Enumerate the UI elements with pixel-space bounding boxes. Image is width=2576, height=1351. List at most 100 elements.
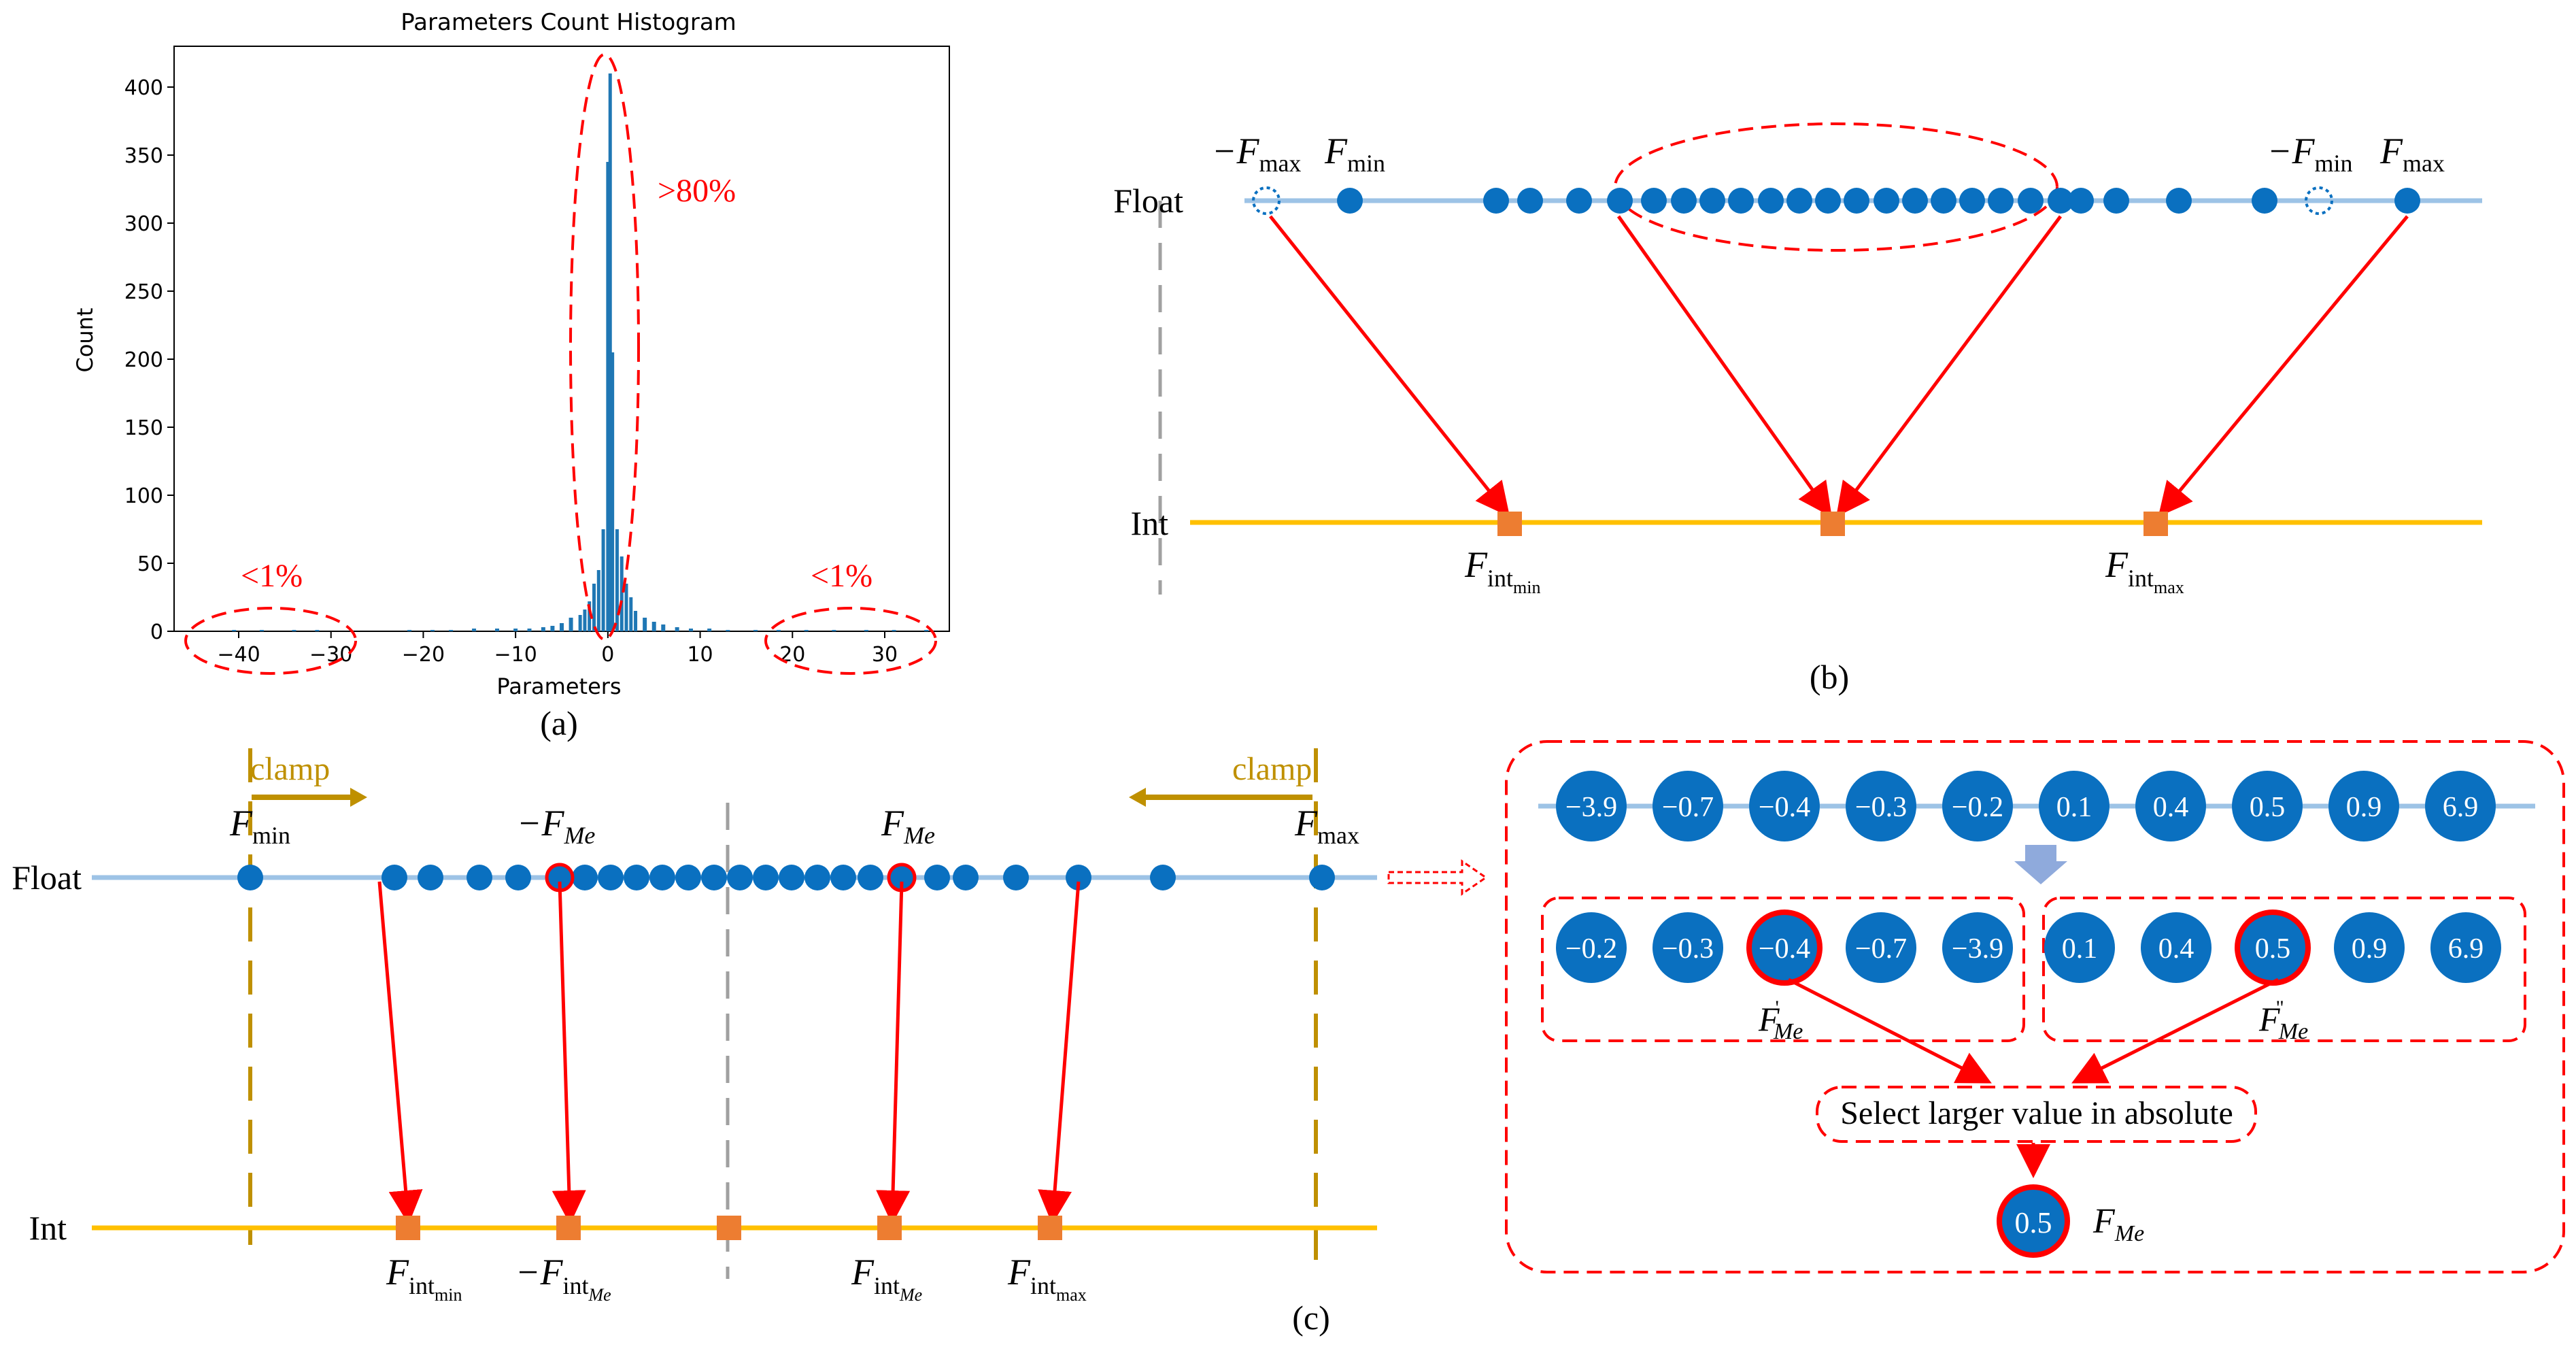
histogram-bar xyxy=(430,630,435,631)
float-point xyxy=(1988,188,2014,214)
label-fmin: Fmin xyxy=(1324,131,1385,177)
histogram-y-label: Count xyxy=(72,307,98,372)
histogram-bar xyxy=(569,618,573,631)
clamp-label-right: clamp xyxy=(1232,751,1312,787)
int-zero-marker-c xyxy=(717,1216,741,1240)
float-point xyxy=(505,865,531,890)
arrow-pos-median-to-select xyxy=(2071,978,2280,1084)
histogram-bar xyxy=(449,630,454,631)
x-tick-label: −10 xyxy=(494,643,537,667)
value-circle-label: −0.3 xyxy=(1662,933,1714,965)
select-text: Select larger value in absolute xyxy=(1840,1095,2233,1131)
int-min-marker-b xyxy=(1497,512,1522,536)
arrow-to-int-me xyxy=(876,881,911,1224)
histogram-bar xyxy=(753,630,758,631)
float-point xyxy=(701,865,727,890)
float-label-b: Float xyxy=(1113,182,1183,220)
result-circle xyxy=(1997,1184,2070,1258)
float-point xyxy=(1003,865,1029,890)
histogram-bar xyxy=(832,630,836,631)
x-tick-label: 10 xyxy=(687,643,713,667)
histogram-bar xyxy=(924,630,929,631)
histogram-bar xyxy=(776,630,781,631)
histogram-bar xyxy=(661,624,666,631)
float-point xyxy=(727,865,753,890)
value-circle-label: 0.4 xyxy=(2153,792,2189,823)
arrow-to-int-min-c xyxy=(377,881,423,1224)
y-tick-label: 400 xyxy=(124,76,163,100)
float-point xyxy=(1066,865,1091,890)
value-circle xyxy=(2328,771,2399,841)
float-point xyxy=(2018,188,2044,214)
clamp-arrow-left-head xyxy=(350,788,367,807)
value-circle-label: 0.5 xyxy=(2250,792,2286,823)
center-percent-label: >80% xyxy=(658,173,736,209)
value-circle-label: 6.9 xyxy=(2448,933,2484,965)
float-points-b xyxy=(1337,188,2420,214)
value-circle xyxy=(1749,771,1820,841)
histogram-bar xyxy=(634,611,638,631)
float-label-c: Float xyxy=(12,858,82,897)
label-fmin-c: Fmin xyxy=(229,803,290,849)
float-point xyxy=(1815,188,1841,214)
value-circle-label: −0.3 xyxy=(1855,792,1907,823)
histogram-bar xyxy=(620,556,624,631)
negative-group-row: −0.2−0.3−0.4−0.7−3.9 xyxy=(1556,910,2013,986)
value-circle-label: 0.1 xyxy=(2062,933,2098,965)
y-tick-label: 100 xyxy=(124,484,163,508)
histogram-x-label: Parameters xyxy=(496,673,621,699)
float-point xyxy=(924,865,950,890)
value-circle-label: −0.4 xyxy=(1759,933,1810,965)
value-circle xyxy=(2141,912,2211,983)
float-point xyxy=(804,865,830,890)
value-circle xyxy=(1846,912,1916,983)
value-circle xyxy=(1556,771,1627,841)
float-point xyxy=(598,865,624,890)
float-point xyxy=(1874,188,1899,214)
histogram-bar xyxy=(583,610,587,631)
float-point xyxy=(1699,188,1725,214)
value-circle xyxy=(1556,912,1627,983)
float-point xyxy=(467,865,492,890)
float-point xyxy=(1607,188,1633,214)
value-circle xyxy=(2135,771,2206,841)
y-tick-label: 350 xyxy=(124,144,163,168)
float-point xyxy=(572,865,598,890)
float-point xyxy=(889,865,915,890)
neg-median-label: F'Me xyxy=(1758,997,1803,1044)
float-point xyxy=(1150,865,1176,890)
select-box xyxy=(1816,1086,2257,1143)
value-circle xyxy=(2334,912,2405,983)
value-circle xyxy=(2044,912,2115,983)
value-circle xyxy=(1653,771,1723,841)
value-circle-label: −0.4 xyxy=(1759,792,1810,823)
x-tick-label: 0 xyxy=(601,643,614,667)
value-circle-label: 0.9 xyxy=(2346,792,2382,823)
histogram-bar xyxy=(588,601,592,631)
histogram-bar xyxy=(606,162,610,631)
histogram-bar xyxy=(675,627,679,631)
histogram-bar xyxy=(651,622,656,631)
result-label: FMe xyxy=(2092,1202,2144,1246)
caption-b: (b) xyxy=(1810,658,1849,696)
float-point xyxy=(1517,188,1543,214)
y-tick-label: 200 xyxy=(124,348,163,372)
float-point xyxy=(649,865,675,890)
value-circle xyxy=(2039,771,2109,841)
histogram-axes-frame xyxy=(173,46,950,632)
value-circle-label: 0.1 xyxy=(2056,792,2092,823)
histogram-bar xyxy=(541,627,545,631)
value-circle-label: −0.7 xyxy=(1662,792,1714,823)
label-int-max-b: Fintmax xyxy=(2105,544,2184,597)
float-point xyxy=(2252,188,2277,214)
value-circle xyxy=(2430,912,2501,983)
arrow-to-neg-int-me xyxy=(552,881,586,1224)
histogram-bar xyxy=(864,630,868,631)
histogram-bar xyxy=(726,630,730,631)
float-point xyxy=(2048,188,2073,214)
value-circle-label: 0.9 xyxy=(2352,933,2388,965)
